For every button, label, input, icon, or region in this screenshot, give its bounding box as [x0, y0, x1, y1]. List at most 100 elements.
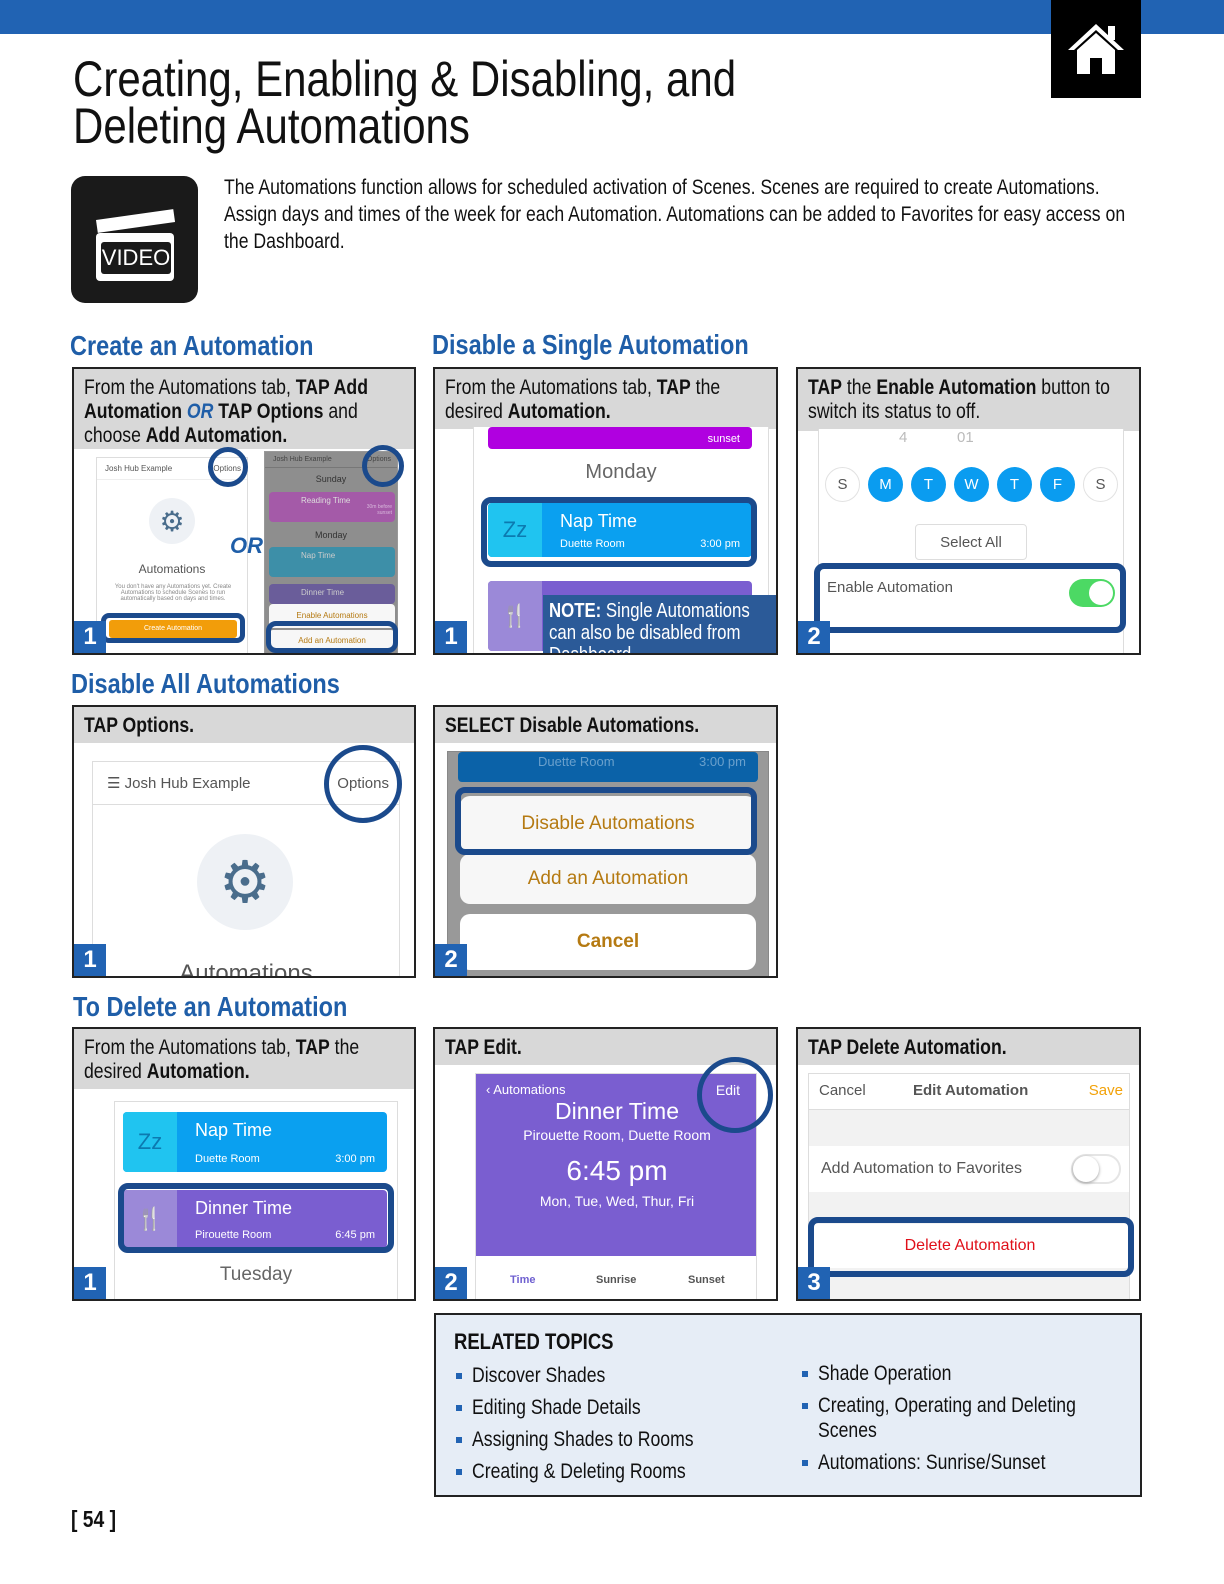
enable-automation-label: Enable Automation	[827, 579, 953, 596]
hub-name: Josh Hub Example	[265, 452, 397, 468]
day-toggle[interactable]: F	[1040, 467, 1075, 502]
delete-step-2: TAP Edit. ‹ Automations Edit Dinner Time…	[433, 1027, 778, 1301]
day-toggle[interactable]: T	[997, 467, 1032, 502]
related-topic-link[interactable]: Automations: Sunrise/Sunset	[800, 1450, 1130, 1475]
edit-automation-screen: Cancel Edit Automation Save Add Automati…	[808, 1073, 1130, 1299]
automation-detail-screen: ‹ Automations Edit Dinner Time Pirouette…	[475, 1073, 757, 1299]
top-banner	[0, 0, 1224, 34]
related-topic-link[interactable]: Discover Shades	[454, 1363, 784, 1388]
day-label: Monday	[585, 461, 657, 483]
add-automation-option[interactable]: Add an Automation	[460, 854, 756, 904]
related-topic-link[interactable]: Creating, Operating and Deleting Scenes	[800, 1393, 1130, 1443]
related-topic-link[interactable]: Shade Operation	[800, 1361, 1130, 1386]
automation-rooms: Pirouette Room, Duette Room	[523, 1127, 711, 1143]
day-label: Monday	[314, 530, 348, 540]
highlight-ring	[324, 745, 402, 823]
hub-name: ☰ Josh Hub Example	[93, 762, 399, 805]
automation-card[interactable]: Reading Time 30m before sunset	[269, 492, 395, 522]
automation-header: ‹ Automations Edit Dinner Time Pirouette…	[476, 1074, 756, 1256]
day-toggle[interactable]: M	[868, 467, 903, 502]
highlight	[101, 613, 245, 643]
favorites-label: Add Automation to Favorites	[821, 1160, 1022, 1177]
tab-sunset[interactable]: Sunset	[688, 1274, 725, 1286]
day-label: Sunday	[315, 474, 347, 484]
create-automation-button[interactable]: Create Automation	[109, 620, 237, 638]
delete-step-1: From the Automations tab, TAP the desire…	[72, 1027, 416, 1301]
highlight-ring	[697, 1057, 773, 1133]
enable-automation-toggle[interactable]	[1069, 579, 1115, 607]
time-picker-minute[interactable]: 01	[957, 429, 974, 446]
cancel-option[interactable]: Cancel	[460, 914, 756, 970]
home-button[interactable]	[1051, 0, 1141, 98]
day-toggle[interactable]: S	[825, 467, 860, 502]
hub-name: Josh Hub Example	[97, 458, 247, 480]
back-link[interactable]: ‹ Automations	[486, 1082, 566, 1097]
select-all-button[interactable]: Select All	[915, 524, 1027, 560]
day-toggle[interactable]: S	[1083, 467, 1118, 502]
step-number: 1	[74, 944, 106, 976]
day-toggle[interactable]: W	[954, 467, 989, 502]
add-automation-option[interactable]: Add an Automation	[269, 630, 395, 652]
time-picker-hour[interactable]: 4	[899, 429, 908, 446]
automations-label: Automations	[179, 960, 313, 978]
disable-single-step-1: From the Automations tab, TAP the desire…	[433, 367, 778, 655]
delete-automation-button[interactable]: Delete Automation	[809, 1224, 1129, 1268]
fork-icon: 🍴	[488, 581, 542, 651]
step-number: 2	[798, 621, 830, 653]
intro-text: The Automations function allows for sche…	[224, 176, 1126, 253]
step-number: 2	[435, 1267, 467, 1299]
step-instruction: From the Automations tab, TAP Add Automa…	[74, 369, 414, 449]
delete-step-3: TAP Delete Automation. Cancel Edit Autom…	[796, 1027, 1141, 1301]
empty-message: You don't have any Automations yet. Crea…	[114, 584, 232, 602]
or-label: OR	[230, 533, 263, 558]
automation-card[interactable]: Dinner Time	[269, 584, 395, 604]
disable-automations-option[interactable]: Disable Automations	[460, 796, 756, 852]
related-topic-link[interactable]: Creating & Deleting Rooms	[454, 1459, 784, 1484]
highlight	[118, 1183, 394, 1253]
related-topic-link[interactable]: Assigning Shades to Rooms	[454, 1427, 784, 1452]
screen-title: Edit Automation	[913, 1082, 1029, 1099]
day-toggle[interactable]: T	[911, 467, 946, 502]
reading-time-schedule: 30m before sunset	[366, 504, 392, 516]
video-label: VIDEO	[101, 242, 171, 274]
heading-disable-single: Disable a Single Automation	[432, 329, 749, 360]
step-number: 3	[798, 1267, 830, 1299]
video-button[interactable]: VIDEO	[71, 176, 198, 303]
automation-card[interactable]: sunset	[488, 427, 752, 449]
related-title: RELATED TOPICS	[454, 1329, 614, 1354]
tab-time[interactable]: Time	[510, 1274, 536, 1286]
save-button[interactable]: Save	[1088, 1082, 1123, 1099]
favorites-toggle[interactable]	[1071, 1154, 1121, 1184]
step-number: 2	[435, 944, 467, 976]
gear-icon: ⚙	[149, 498, 195, 544]
cancel-button[interactable]: Cancel	[819, 1082, 866, 1099]
sleep-icon: Zz	[488, 503, 542, 557]
highlight	[266, 621, 398, 653]
automations-options-screen: Josh Hub Example Options Sunday Reading …	[264, 451, 398, 653]
step-number: 1	[435, 621, 467, 653]
related-topic-link[interactable]: Editing Shade Details	[454, 1395, 784, 1420]
highlight	[808, 1217, 1134, 1277]
highlight	[455, 787, 757, 855]
heading-delete: To Delete an Automation	[73, 991, 348, 1022]
disable-all-step-1: TAP Options. ☰ Josh Hub Example Options …	[72, 705, 416, 978]
tab-sunrise[interactable]: Sunrise	[596, 1274, 637, 1286]
automation-card[interactable]: Nap Time	[269, 547, 395, 577]
clapperboard-icon	[96, 209, 176, 281]
page-number: [ 54 ]	[71, 1506, 117, 1532]
nav-bar: Cancel Edit Automation Save	[809, 1074, 1129, 1110]
heading-create: Create an Automation	[70, 330, 314, 361]
step-number: 1	[74, 1267, 106, 1299]
disable-single-step-2: TAP the Enable Automation button to swit…	[796, 367, 1141, 655]
